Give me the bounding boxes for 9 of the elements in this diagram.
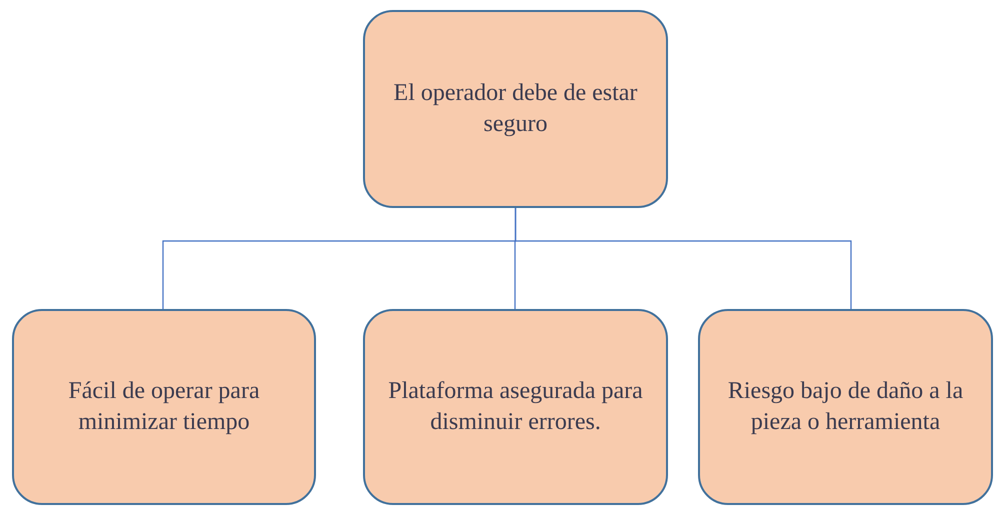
box-text: Riesgo bajo de daño a la pieza o herramienta (726, 376, 964, 437)
rounded-box (363, 309, 668, 505)
box-text: Fácil de operar para minimizar tiempo (67, 376, 261, 437)
box-text: El operador debe de estar seguro (392, 78, 638, 139)
rounded-box (12, 309, 316, 505)
connector-line (514, 208, 852, 309)
box-text: Plataforma asegurada para disminuir errores. (387, 376, 644, 437)
rounded-box (363, 10, 668, 208)
rounded-box (698, 309, 993, 505)
